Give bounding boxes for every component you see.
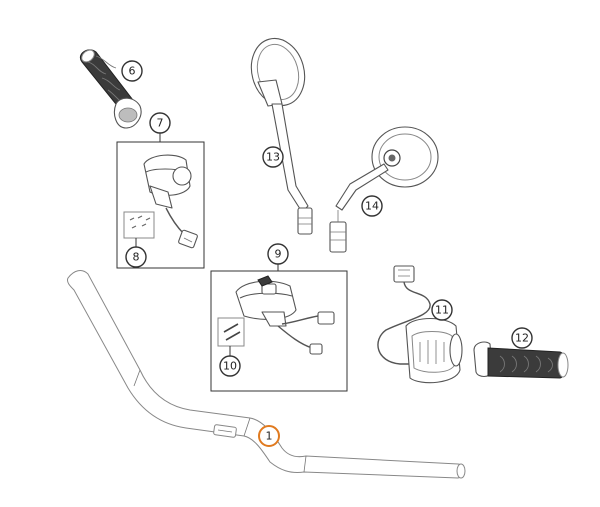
svg-text:7: 7 [157,117,164,130]
svg-text:8: 8 [133,251,140,264]
svg-text:10: 10 [223,360,237,373]
callout-1[interactable]: 1 [258,425,280,447]
callout-8[interactable]: 8 [125,246,147,268]
svg-text:6: 6 [129,65,136,78]
svg-text:14: 14 [365,200,379,213]
callout-11[interactable]: 11 [431,299,453,321]
right-switch-housing[interactable] [377,265,463,384]
svg-text:11: 11 [435,304,449,317]
callout-9[interactable]: 9 [267,243,289,265]
right-mirror[interactable] [329,126,439,253]
left-grip[interactable] [79,48,142,129]
callout-13[interactable]: 13 [262,146,284,168]
callout-6[interactable]: 6 [121,60,143,82]
callout-7[interactable]: 7 [149,112,171,134]
svg-text:1: 1 [266,430,273,443]
switch-assembly-9[interactable] [210,270,348,392]
callout-10[interactable]: 10 [219,355,241,377]
left-mirror[interactable] [244,32,313,235]
svg-text:9: 9 [275,248,282,261]
right-grip[interactable] [473,341,569,379]
callout-12[interactable]: 12 [511,327,533,349]
svg-text:13: 13 [266,151,280,164]
svg-text:12: 12 [515,332,529,345]
callout-14[interactable]: 14 [361,195,383,217]
